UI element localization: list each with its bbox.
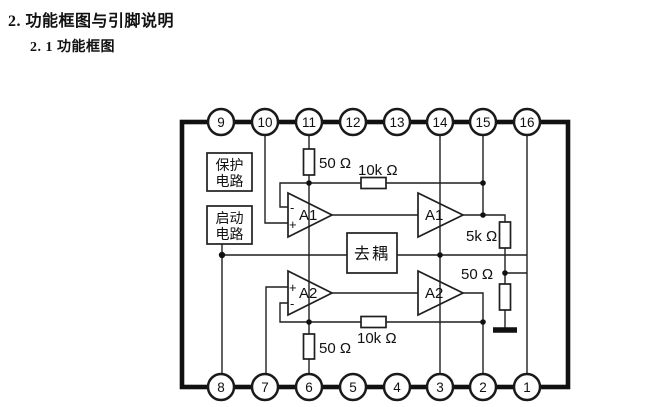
pin-14-number: 14 bbox=[432, 115, 448, 130]
a2-input-label: A2 bbox=[299, 285, 317, 302]
junction-dot bbox=[502, 270, 508, 276]
pin-row-top: 9 10 11 12 13 14 15 16 bbox=[206, 107, 542, 137]
opamp-a1-input-triangle bbox=[287, 191, 334, 239]
resistor-top-10kohm bbox=[360, 176, 387, 190]
decoupling-box bbox=[346, 232, 398, 274]
startup-circuit-label-line2: 电路 bbox=[216, 226, 244, 242]
pin-11 bbox=[294, 107, 324, 137]
junction-dot bbox=[480, 212, 486, 218]
junction-dot bbox=[218, 251, 226, 259]
resistor-right-50ohm bbox=[498, 283, 512, 311]
startup-circuit-box bbox=[206, 205, 253, 245]
pin-7 bbox=[250, 372, 280, 402]
pin-16 bbox=[512, 107, 542, 137]
pin-6-number: 6 bbox=[305, 380, 313, 395]
pin-5-number: 5 bbox=[349, 380, 357, 395]
wire-a2-output-to-pin2 bbox=[463, 292, 484, 374]
pin-4-number: 4 bbox=[393, 380, 401, 395]
a2-output-label: A2 bbox=[425, 285, 443, 302]
resistor-bottom-50ohm bbox=[302, 333, 316, 360]
junction-dot bbox=[480, 319, 486, 325]
pin-15 bbox=[468, 107, 498, 137]
pin-12 bbox=[338, 107, 368, 137]
pin-9 bbox=[206, 107, 236, 137]
junction-dot bbox=[306, 319, 312, 325]
pin-1 bbox=[512, 372, 542, 402]
pin-6 bbox=[294, 372, 324, 402]
junction-dot bbox=[306, 180, 312, 186]
wire-pin7-to-a2-plus bbox=[265, 286, 288, 374]
opamp-a2-input-triangle bbox=[287, 269, 334, 317]
a1-plus-sign: + bbox=[289, 217, 297, 232]
pin-13-number: 13 bbox=[389, 115, 404, 130]
junction-dot bbox=[437, 252, 443, 258]
protection-circuit-box bbox=[206, 152, 253, 192]
resistor-top-50ohm-label: 50 Ω bbox=[319, 155, 351, 172]
pin-5 bbox=[338, 372, 368, 402]
startup-circuit-label-line1: 启动 bbox=[216, 210, 244, 226]
pin-9-number: 9 bbox=[217, 115, 225, 130]
resistor-top-10kohm-label: 10k Ω bbox=[358, 162, 398, 179]
resistor-5kohm-label: 5k Ω bbox=[466, 228, 497, 245]
a1-input-label: A1 bbox=[299, 207, 317, 224]
subsection-heading: 2. 1 功能框图 bbox=[30, 40, 115, 55]
decoupling-label: 去耦 bbox=[354, 245, 390, 263]
resistor-bottom-10kohm bbox=[360, 315, 387, 329]
pin-8-number: 8 bbox=[217, 380, 225, 395]
a1-output-label: A1 bbox=[425, 207, 443, 224]
pin-10 bbox=[250, 107, 280, 137]
resistor-5kohm bbox=[498, 221, 512, 249]
a2-minus-sign: - bbox=[290, 296, 294, 311]
pin-1-number: 1 bbox=[523, 380, 531, 395]
resistor-top-50ohm bbox=[302, 148, 316, 176]
pin-2-number: 2 bbox=[479, 380, 487, 395]
section-heading: 2. 功能框图与引脚说明 bbox=[8, 13, 175, 30]
resistor-right-50ohm-label: 50 Ω bbox=[461, 266, 493, 283]
pin-3-number: 3 bbox=[436, 380, 444, 395]
pin-2 bbox=[468, 372, 498, 402]
pin-7-number: 7 bbox=[261, 380, 269, 395]
wire-a1-feedback-left bbox=[279, 182, 309, 208]
ic-outline bbox=[179, 119, 571, 390]
protection-circuit-label-line1: 保护 bbox=[216, 157, 244, 173]
pin-8 bbox=[206, 372, 236, 402]
pin-15-number: 15 bbox=[475, 115, 490, 130]
pin-12-number: 12 bbox=[345, 115, 360, 130]
protection-circuit-label-line2: 电路 bbox=[216, 173, 244, 189]
a1-minus-sign: - bbox=[290, 200, 294, 215]
pin-13 bbox=[382, 107, 412, 137]
pin-16-number: 16 bbox=[519, 115, 534, 130]
pin-row-bottom: 8 7 6 5 4 3 2 1 bbox=[206, 372, 542, 402]
wire-pin10-to-a1-plus bbox=[264, 135, 288, 224]
a2-plus-sign: + bbox=[289, 280, 297, 295]
pin-14 bbox=[425, 107, 455, 137]
resistor-bottom-50ohm-label: 50 Ω bbox=[319, 340, 351, 357]
junction-dot bbox=[480, 180, 486, 186]
resistor-bottom-10kohm-label: 10k Ω bbox=[357, 330, 397, 347]
wire-a1-output-to-5k bbox=[463, 214, 506, 273]
pin-10-number: 10 bbox=[257, 115, 272, 130]
pin-3 bbox=[425, 372, 455, 402]
pin-4 bbox=[382, 372, 412, 402]
pin-11-number: 11 bbox=[302, 115, 316, 130]
